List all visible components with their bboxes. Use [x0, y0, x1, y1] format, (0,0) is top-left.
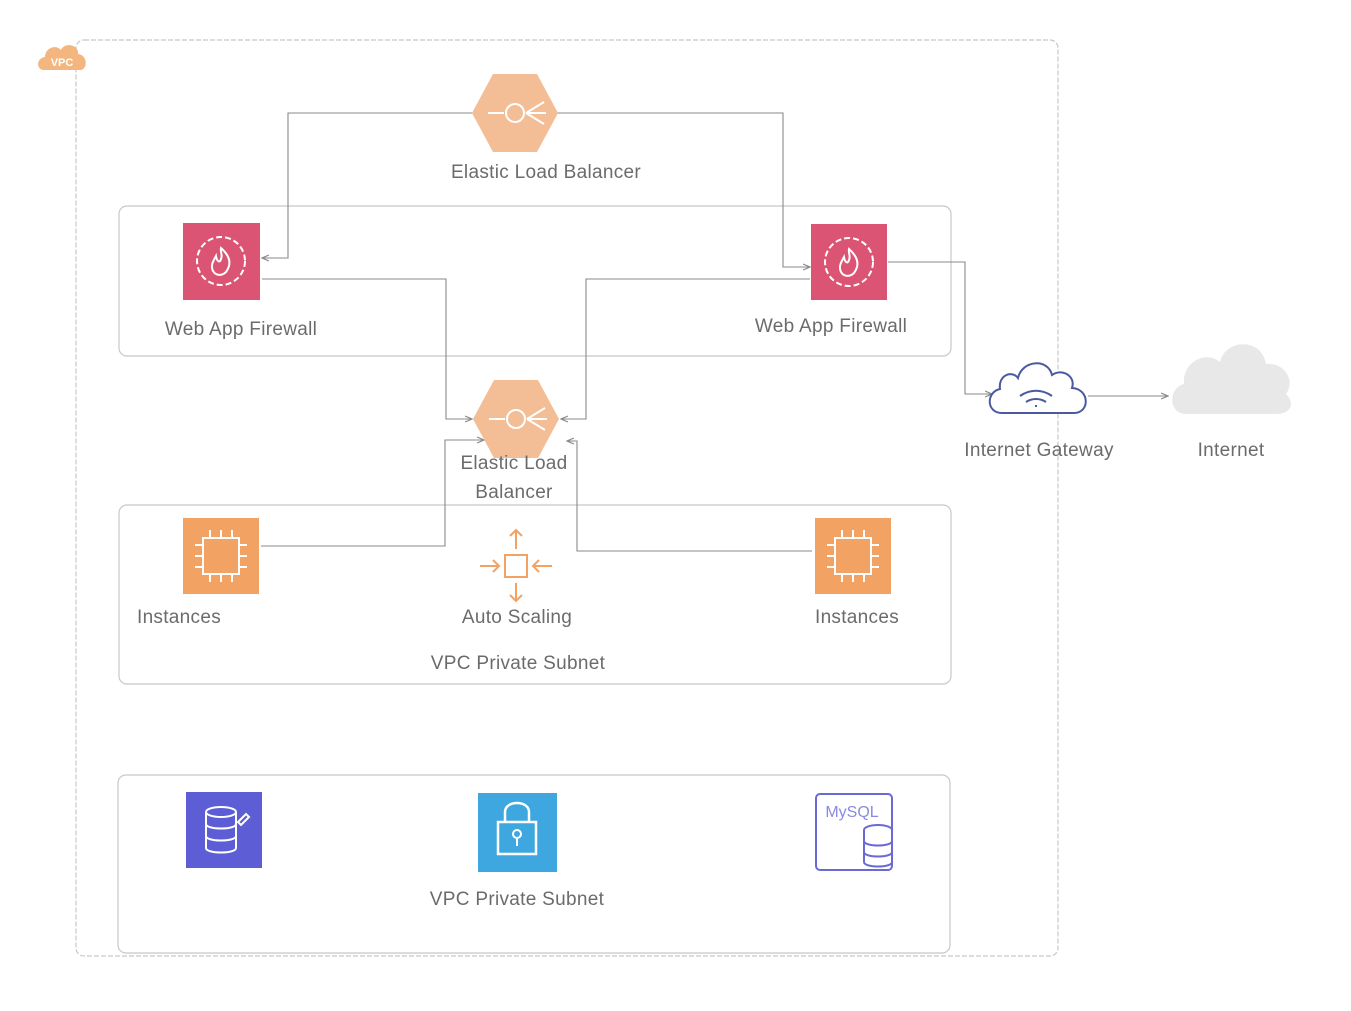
connector-waf-right-to-elb	[561, 278, 810, 419]
elb-middle-label-line2: Balancer	[475, 482, 553, 503]
db-subnet-box	[117, 774, 951, 954]
internet-cloud-icon	[1172, 344, 1291, 414]
internet-gateway-label: Internet Gateway	[964, 440, 1114, 461]
vpc-badge-icon	[38, 45, 86, 70]
internet-gateway-icon	[988, 362, 1087, 414]
kms-lock-icon	[478, 793, 557, 872]
auto-scaling-label: Auto Scaling	[461, 607, 573, 628]
connector-elb-to-waf-left	[262, 112, 474, 258]
mysql-icon	[815, 793, 893, 871]
waf-left-icon	[183, 223, 260, 300]
internet-label: Internet	[1197, 440, 1265, 461]
auto-scaling-icon	[480, 528, 552, 603]
waf-right-icon	[811, 224, 887, 300]
connector-waf-left-to-elb	[262, 278, 472, 419]
vpc-container	[75, 39, 1059, 957]
instances-left-icon	[183, 518, 259, 594]
instances-right-icon	[815, 518, 891, 594]
db-subnet-label: VPC Private Subnet	[429, 889, 605, 910]
connector-instances-left-to-elb	[261, 440, 484, 547]
connector-waf-to-gateway	[888, 261, 992, 394]
connector-instances-right-to-elb	[567, 441, 812, 552]
vpc-badge-label: VPC	[51, 57, 74, 69]
instances-left-label: Instances	[136, 607, 222, 628]
elb-middle-icon	[473, 380, 559, 458]
app-subnet-box	[118, 504, 952, 685]
connector-elb-to-waf-right	[556, 112, 810, 267]
waf-subnet-box	[118, 205, 952, 357]
elb-middle-label-line1: Elastic Load	[460, 453, 568, 474]
waf-left-label: Web App Firewall	[164, 319, 318, 340]
mysql-label: MySQL	[825, 804, 878, 821]
elb-top-icon	[472, 74, 558, 152]
elb-top-label: Elastic Load Balancer	[450, 162, 642, 183]
waf-right-label: Web App Firewall	[754, 316, 908, 337]
instances-right-label: Instances	[814, 607, 900, 628]
rds-database-icon	[186, 792, 262, 868]
app-subnet-label: VPC Private Subnet	[430, 653, 606, 674]
